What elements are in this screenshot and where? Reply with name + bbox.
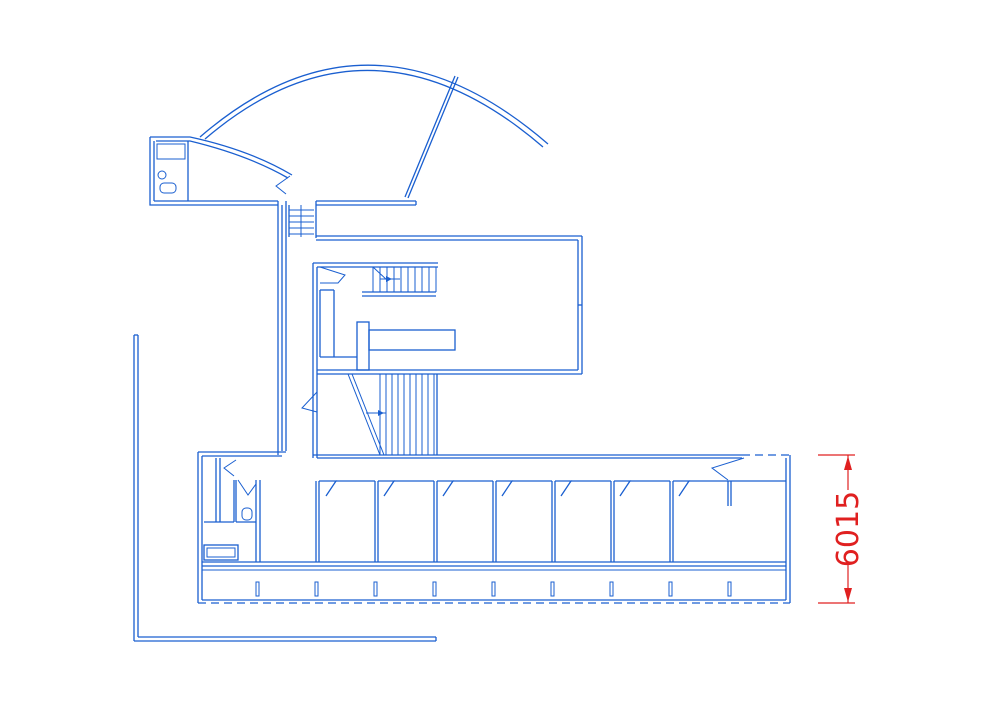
- upper-stair: [372, 266, 437, 292]
- entrance-canopy: [199, 64, 549, 199]
- connecting-corridor: [277, 201, 317, 455]
- lower-stair: [301, 373, 438, 456]
- gatehouse-room: [149, 136, 417, 206]
- upper-block: [312, 235, 583, 458]
- site-boundary-wall: [133, 334, 437, 642]
- dimension-annotation: 6015: [818, 454, 866, 604]
- dimension-label: 6015: [831, 491, 866, 567]
- lower-wing: [197, 451, 791, 604]
